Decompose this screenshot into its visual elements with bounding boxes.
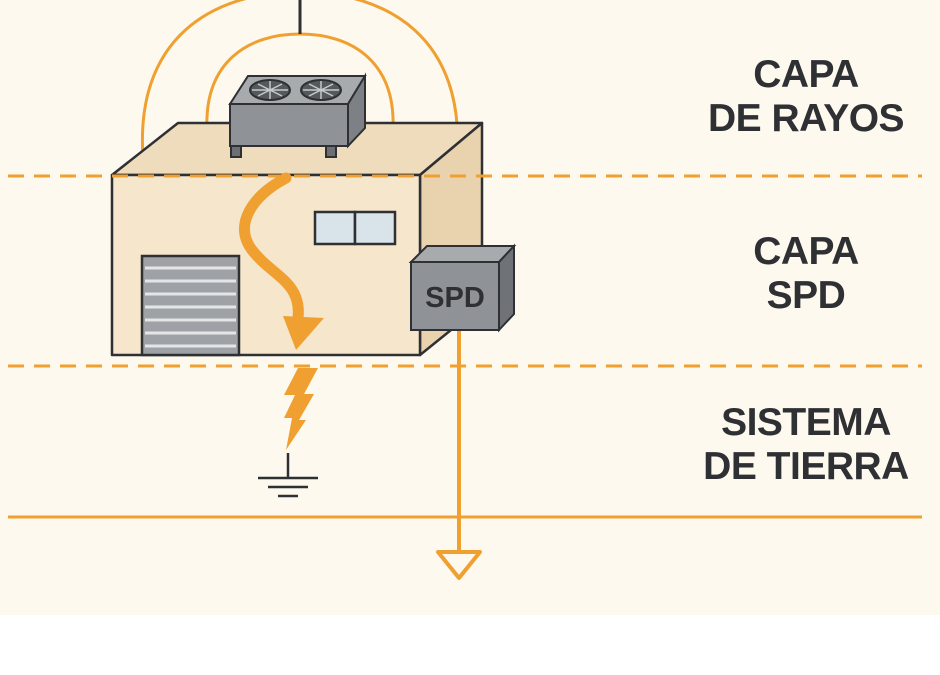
hvac-front-face [229, 103, 349, 147]
hvac-unit-icon [228, 72, 367, 158]
building-window [313, 210, 397, 246]
lightning-layer-label: CAPA DE RAYOS [686, 53, 926, 141]
spd-layer-label: CAPA SPD [686, 230, 926, 318]
spd-front-face [410, 261, 500, 331]
ground-layer-label-line2: DE TIERRA [703, 445, 909, 488]
ground-layer-label: SISTEMA DE TIERRA [686, 401, 926, 489]
lightning-bolt-icon [284, 368, 318, 450]
layer-separators [8, 174, 922, 519]
spd-side-face [498, 243, 515, 333]
lightning-layer-label-line1: CAPA [753, 53, 859, 96]
fan-left-blades [252, 81, 288, 99]
spd-top-face [408, 245, 517, 263]
outer-protection-arc [140, 0, 460, 158]
lightning-layer-label-line2: DE RAYOS [707, 97, 905, 140]
surge-current-arrow [238, 172, 324, 350]
spd-layer-label-line1: CAPA [753, 230, 859, 273]
fan-right-blades [303, 81, 339, 99]
garage-door-slats [145, 266, 236, 348]
spd-ground-terminal-icon [436, 550, 482, 580]
fan-icon [300, 79, 342, 101]
window-pane-right [353, 210, 397, 246]
ground-symbol-icon [258, 453, 318, 498]
garage-door [140, 254, 241, 357]
spd-label: SPD [425, 282, 485, 314]
surge-current-path [238, 172, 304, 324]
spd-ground-conductor [436, 330, 482, 580]
surge-protection-device-icon: SPD [408, 243, 517, 333]
surge-current-arrowhead [283, 316, 324, 350]
spd-layer-label-line2: SPD [766, 274, 846, 317]
fan-icon [249, 79, 291, 101]
ground-layer-label-line1: SISTEMA [721, 401, 891, 444]
window-pane-left [313, 210, 357, 246]
